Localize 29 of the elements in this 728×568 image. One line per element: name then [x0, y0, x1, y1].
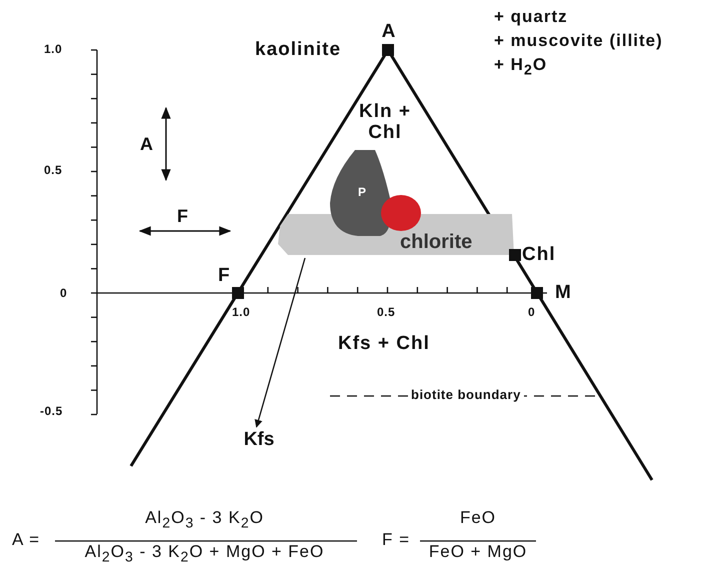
assemblage-note: + quartz [494, 8, 568, 27]
tick-label: 0 [60, 287, 68, 300]
vertex-label: F [218, 266, 231, 287]
axis-label: F [177, 207, 189, 227]
formula-numerator: Al$_{2}$O$_{3}$ - 3 K$_{2}$O [144, 509, 265, 532]
field-label: Kfs + Chl [338, 334, 430, 355]
tick-label: 0 [528, 306, 536, 320]
vertex-label: A [380, 22, 398, 43]
axis-label: A [140, 135, 154, 155]
field-label: P [358, 186, 366, 200]
formula-text: F = [382, 531, 410, 550]
formula-denominator: FeO + MgO [428, 543, 528, 562]
tick-label: 1.0 [44, 43, 62, 56]
tick-label: 0.5 [377, 306, 396, 320]
mineral-label: Chl [522, 245, 556, 266]
assemblage-note: + H$_{2}$O [494, 56, 548, 79]
assemblage-note: + muscovite (illite) [494, 32, 663, 51]
mineral-label: chlorite [400, 231, 472, 253]
mineral-label: kaolinite [255, 40, 342, 61]
arrow [254, 258, 306, 428]
tick-label: 1.0 [232, 306, 250, 320]
formula-denominator: Al$_{2}$O$_{3}$ - 3 K$_{2}$O + MgO + FeO [84, 543, 326, 566]
mineral-label: Kfs [234, 428, 284, 452]
field-label: Kln + Chl [358, 102, 412, 144]
formula-text: A = [12, 531, 40, 550]
formula-numerator: FeO [458, 509, 498, 528]
tick-label: 0.5 [44, 164, 62, 178]
tick-label: -0.5 [40, 405, 63, 418]
vertex-label: M [555, 283, 572, 304]
